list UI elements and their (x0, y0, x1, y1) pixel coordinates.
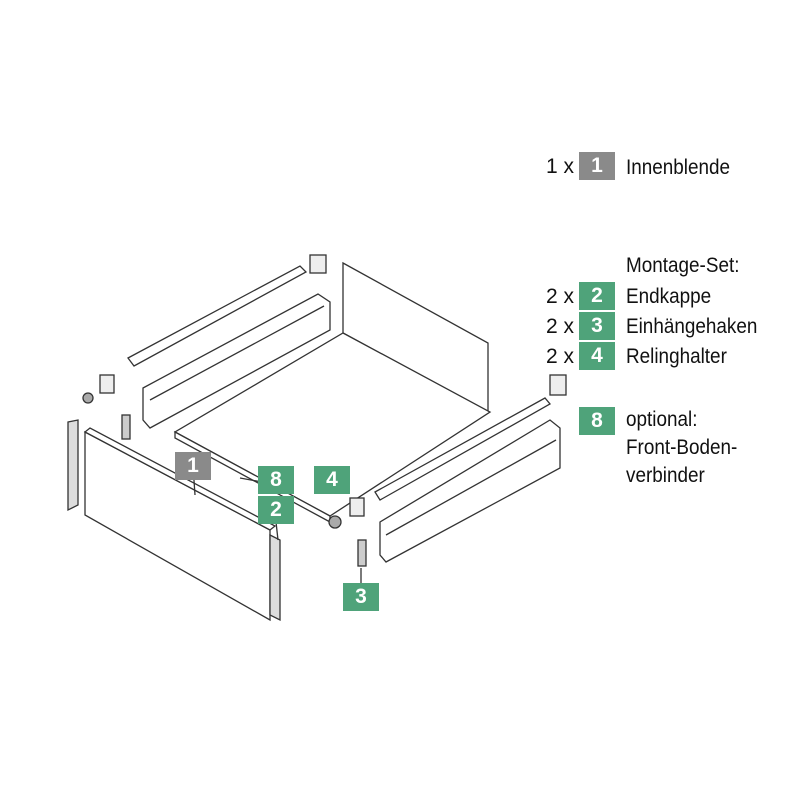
hook-right (357, 539, 367, 567)
legend-label: Relinghalter (626, 345, 727, 368)
hook-left (121, 414, 131, 440)
legend-label: Einhängehaken (626, 315, 758, 338)
legend-qty: 2 x (545, 285, 574, 308)
callout-3: 3 (343, 583, 379, 611)
legend-label: verbinder (626, 464, 705, 487)
legend-label: optional: (626, 408, 698, 431)
callout-4: 4 (314, 466, 350, 494)
legend-label: Innenblende (626, 156, 731, 179)
legend-badge: 3 (579, 312, 615, 340)
legend-badge: 1 (579, 152, 615, 180)
railing-holder-left (82, 392, 94, 404)
bracket-left (99, 374, 115, 394)
legend-heading: Montage-Set: (626, 254, 740, 277)
railing-holder-right (328, 515, 342, 529)
legend-badge: 8 (579, 407, 615, 435)
callout-2: 2 (258, 496, 294, 524)
front-endcap (269, 533, 281, 622)
left-rail (127, 265, 308, 367)
legend-badge: 4 (579, 342, 615, 370)
right-drawer-side (379, 419, 561, 563)
left-endcap (67, 419, 79, 512)
bracket-back (309, 254, 327, 274)
right-rail (374, 397, 551, 501)
legend-qty: 1 x (545, 155, 574, 178)
legend-label: Endkappe (626, 285, 712, 308)
bracket-right (349, 497, 365, 517)
bracket-back-right (549, 374, 567, 396)
legend-qty: 2 x (545, 345, 574, 368)
legend-qty: 2 x (545, 315, 574, 338)
callout-1: 1 (175, 452, 211, 480)
legend-label: Front-Boden- (626, 436, 738, 459)
legend-badge: 2 (579, 282, 615, 310)
callout-8: 8 (258, 466, 294, 494)
